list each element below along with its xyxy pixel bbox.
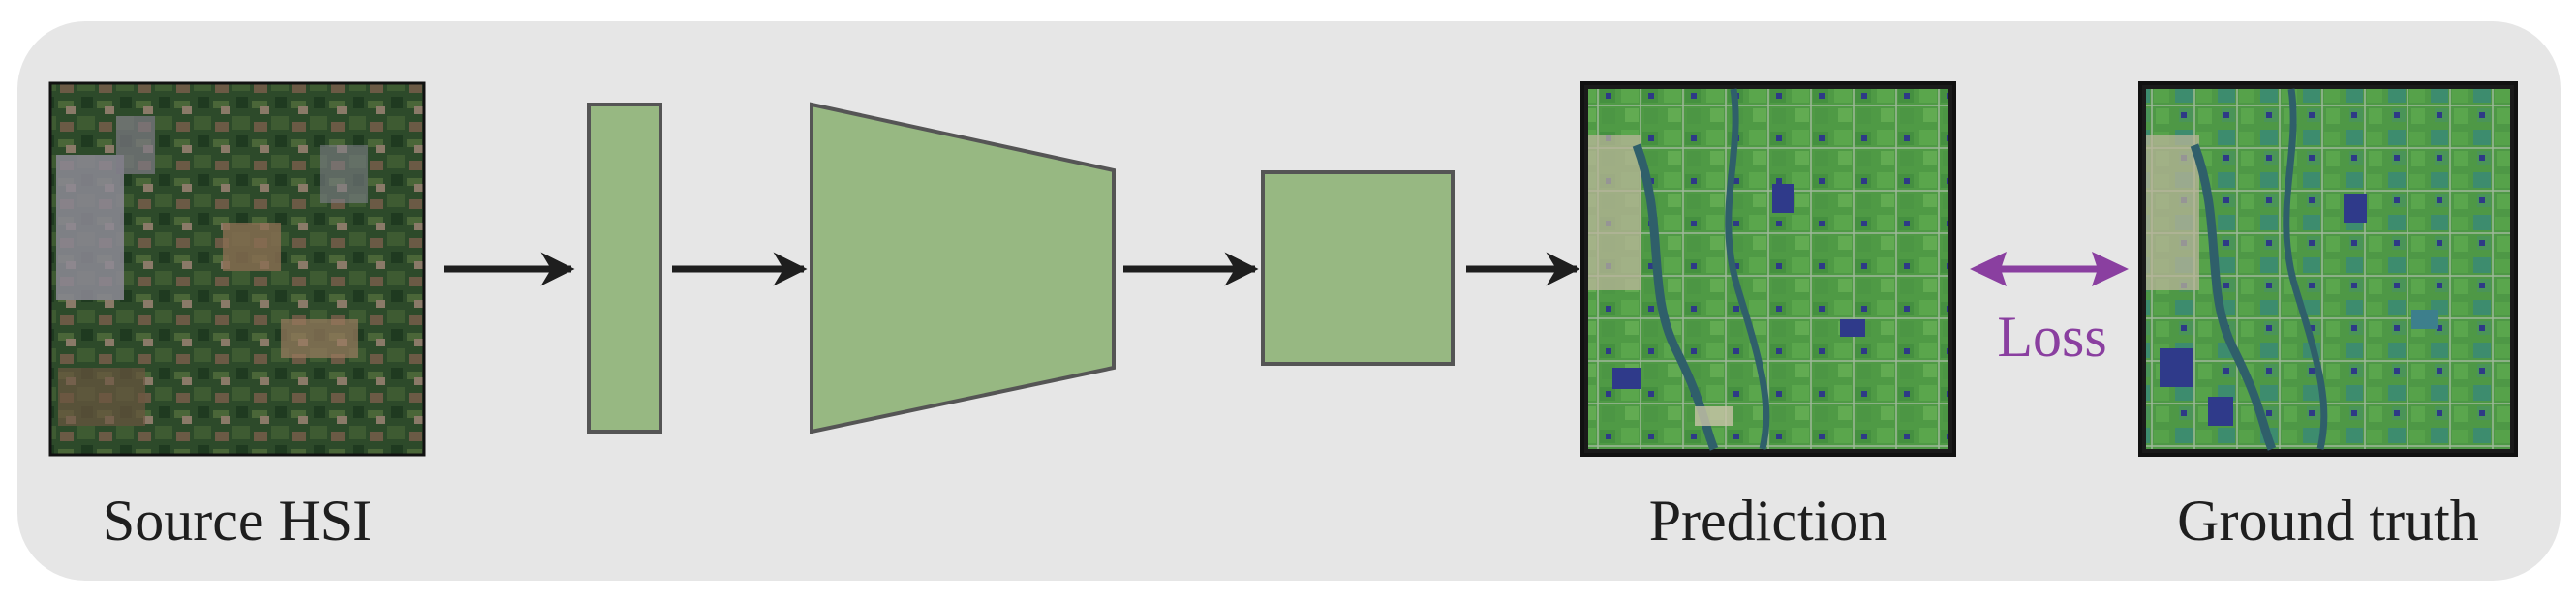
input-block bbox=[587, 103, 662, 434]
source-hsi-label: Source HSI bbox=[103, 489, 372, 553]
encoder-trapezoid bbox=[810, 102, 1116, 434]
prediction-label: Prediction bbox=[1649, 489, 1888, 553]
ground-truth-label: Ground truth bbox=[2177, 489, 2479, 553]
source-hsi-image bbox=[48, 81, 426, 457]
loss-label: Loss bbox=[1997, 305, 2106, 369]
prediction-image bbox=[1580, 81, 1956, 457]
loss-double-arrow bbox=[1970, 252, 2129, 286]
ground-truth-image bbox=[2138, 81, 2518, 457]
head-block bbox=[1261, 170, 1455, 366]
